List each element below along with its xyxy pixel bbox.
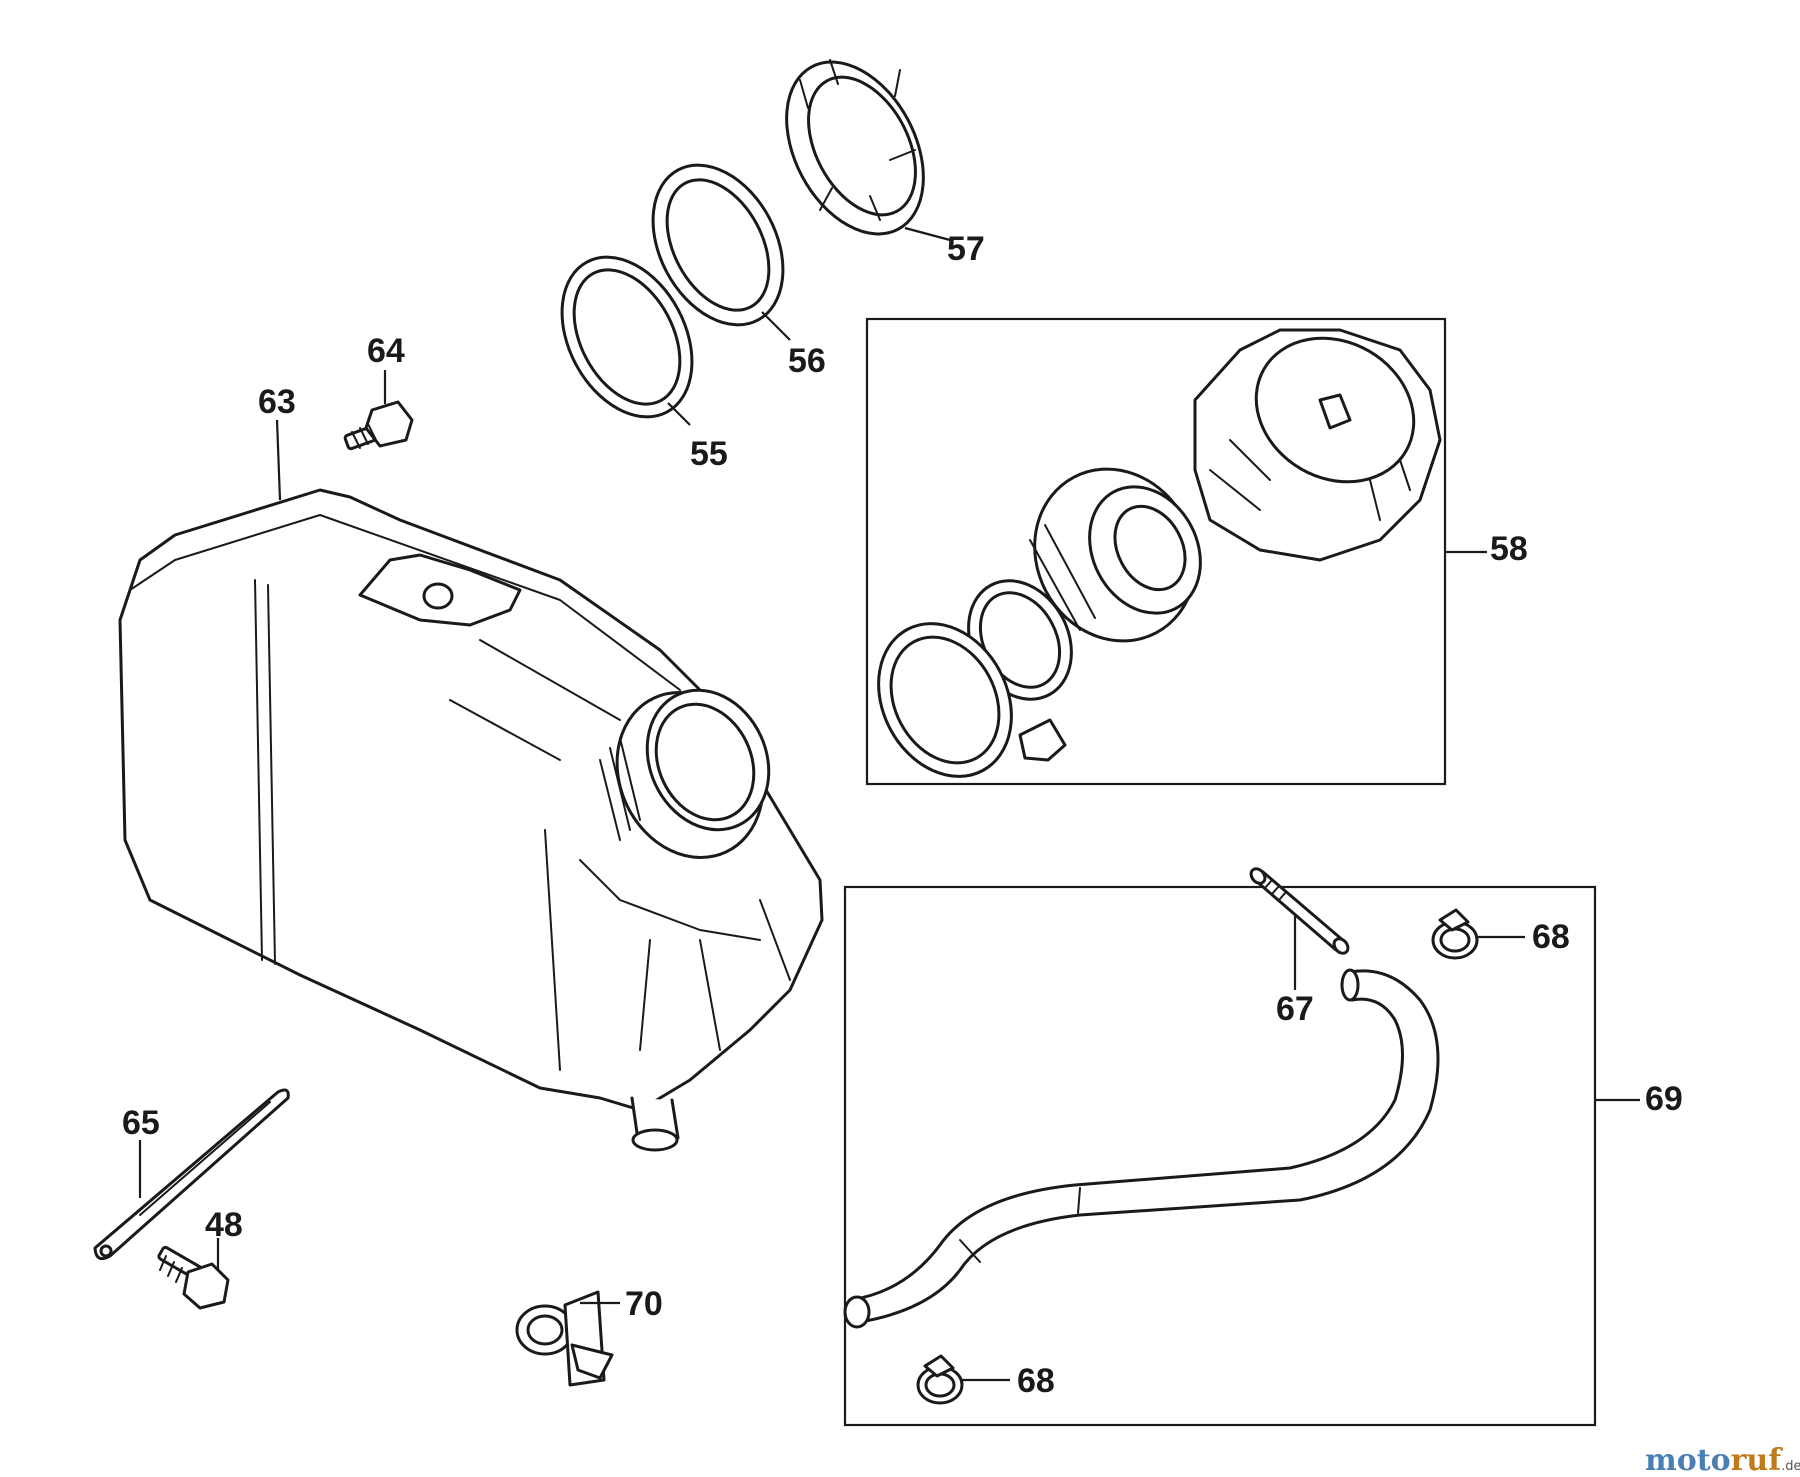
- clip-70: [515, 1290, 614, 1387]
- callout-48: 48: [205, 1206, 243, 1244]
- lock-ring-57: [785, 59, 925, 236]
- watermark-brand-a: moto: [1645, 1443, 1731, 1477]
- hose-69: [843, 968, 1440, 1329]
- hose-clamp-68-bottom: [916, 1354, 964, 1405]
- callout-56: 56: [788, 342, 826, 380]
- callout-68-top: 68: [1532, 918, 1570, 956]
- callout-68-bottom: 68: [1017, 1362, 1055, 1400]
- bolt-64: [343, 400, 414, 451]
- bolt-48: [157, 1245, 230, 1310]
- watermark-brand-b: ruf: [1731, 1443, 1784, 1477]
- callout-65: 65: [122, 1104, 160, 1142]
- gasket-56: [651, 163, 785, 327]
- gasket-55: [560, 255, 694, 419]
- callout-box-69: [843, 885, 1597, 1427]
- callout-67: 67: [1276, 990, 1314, 1028]
- watermark-suffix: .de: [1781, 1459, 1800, 1474]
- callout-64: 64: [367, 332, 405, 370]
- vent-tube-67: [1249, 867, 1350, 955]
- svg-text:motoruf.de: motoruf.de: [1645, 1443, 1800, 1477]
- watermark-logo: motoruf.de: [1645, 1443, 1800, 1477]
- filler-cap-58: [877, 328, 1442, 778]
- callout-57: 57: [947, 230, 985, 268]
- callout-70: 70: [625, 1285, 663, 1323]
- fuel-tank-63: [118, 488, 824, 1152]
- callout-55: 55: [690, 435, 728, 473]
- callout-58: 58: [1490, 530, 1528, 568]
- callout-69: 69: [1645, 1080, 1683, 1118]
- callout-63: 63: [258, 383, 296, 421]
- strap-65: [93, 1088, 290, 1261]
- hose-clamp-68-top: [1431, 908, 1479, 960]
